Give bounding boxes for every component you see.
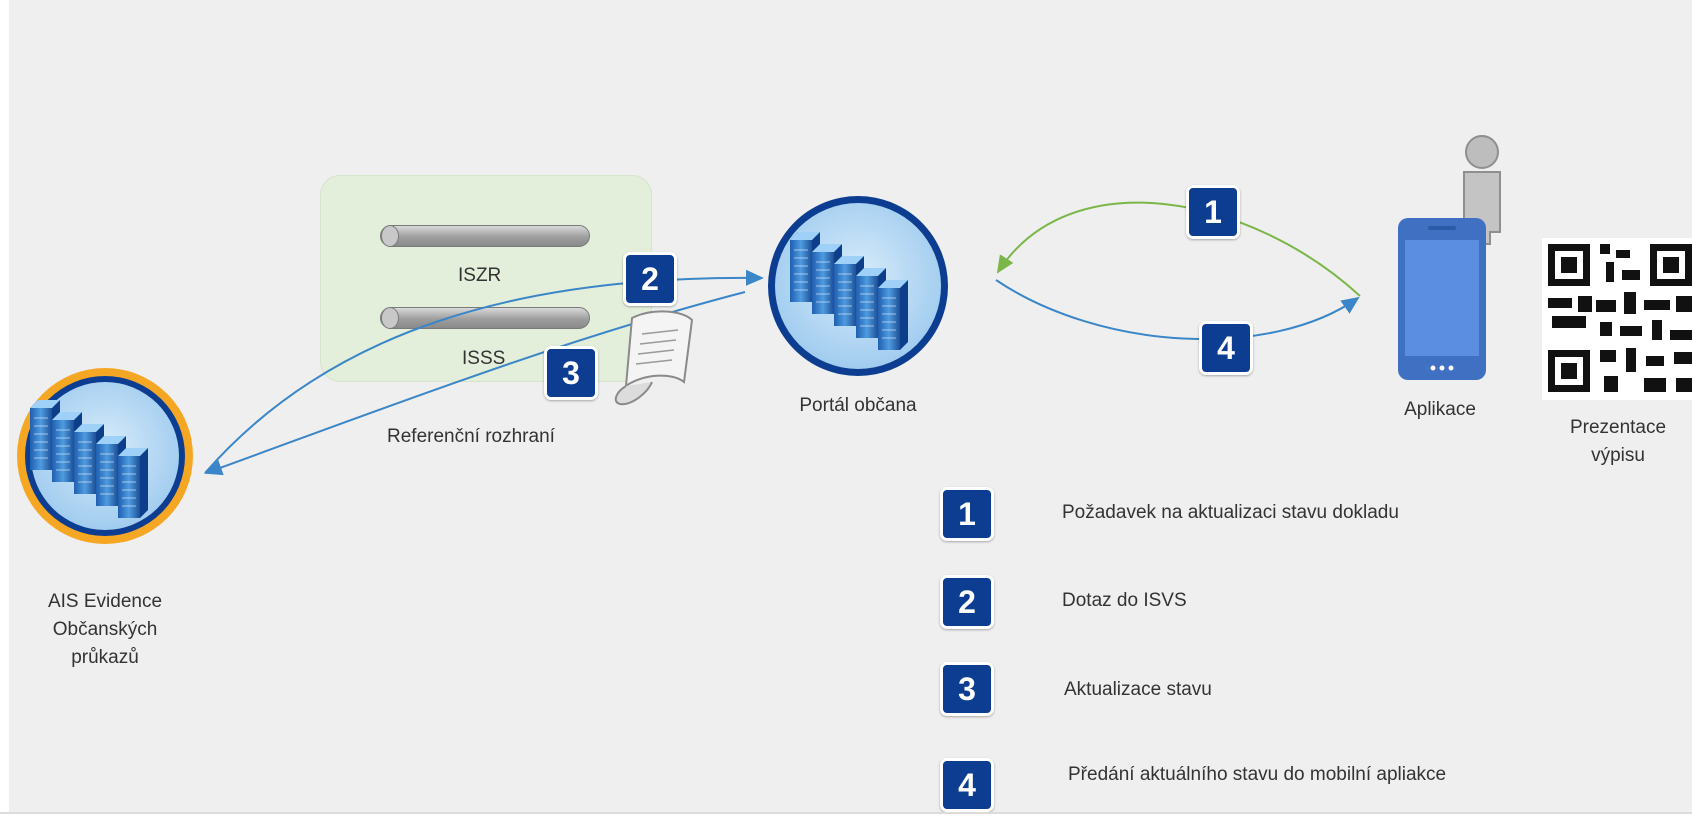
legend-text-2: Dotaz do ISVS [1062,590,1187,611]
ais-label-line-2: Občanských [52,619,158,640]
left-border [0,0,9,825]
legend-text-3: Aktualizace stavu [1064,679,1212,700]
ais-server-icon [17,368,193,544]
presentation-label-line-2: výpisu [1591,445,1645,466]
iszr-pipe-icon [380,225,590,247]
badge-3: 3 [544,346,598,400]
ais-label-line-1: AIS Evidence [47,591,163,612]
qr-code-icon [1542,238,1692,400]
ais-label: AIS Evidence Občanských průkazů [20,588,190,672]
legend-text-4: Předání aktuálního stavu do mobilní apli… [1068,764,1447,785]
arrow-update-request [996,201,1361,297]
ais-label-line-3: průkazů [71,647,139,668]
portal-label: Portál občana [799,395,917,416]
legend-badge-1: 1 [940,487,994,541]
app-label: Aplikace [1404,399,1476,420]
iszr-label: ISZR [458,265,502,286]
reference-interface-box [320,175,652,382]
presentation-label-line-1: Prezentace [1569,417,1667,438]
badge-2: 2 [623,252,677,306]
legend-badge-4: 4 [940,758,994,812]
legend-badge-2: 2 [940,575,994,629]
bottom-strip [0,812,1692,825]
document-scroll-icon [614,310,694,406]
reference-interface-caption: Referenční rozhraní [387,426,555,447]
badge-4: 4 [1199,321,1253,375]
presentation-label: Prezentace výpisu [1548,414,1688,470]
portal-server-icon [768,196,948,376]
badge-1: 1 [1186,185,1240,239]
legend-badge-3: 3 [940,662,994,716]
isss-label: ISSS [462,348,506,369]
arrow-deliver-status [995,279,1360,340]
mobile-phone-icon [1398,218,1486,380]
legend-text-1: Požadavek na aktualizaci stavu dokladu [1062,502,1399,523]
